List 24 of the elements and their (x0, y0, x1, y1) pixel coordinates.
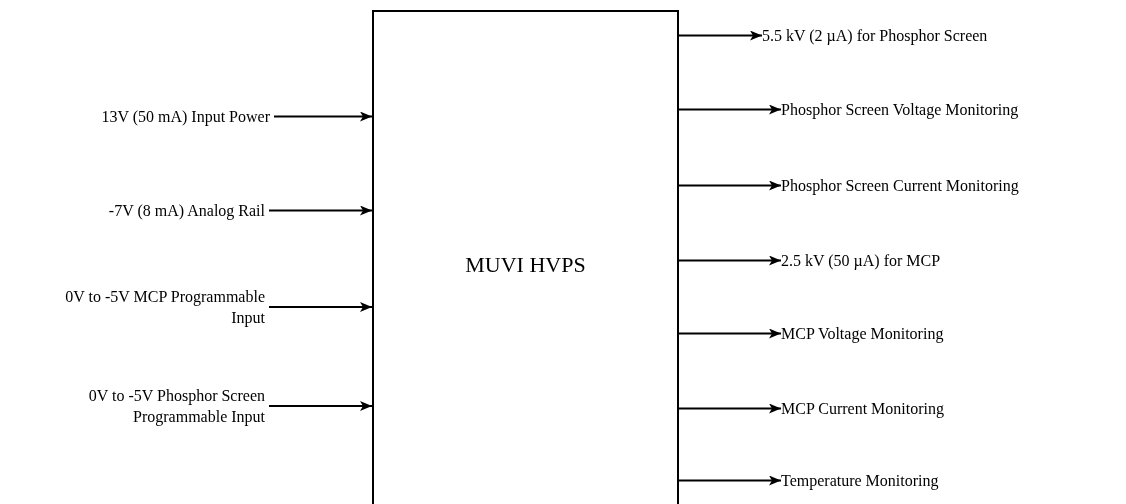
arrow (268, 205, 373, 216)
arrow (678, 475, 782, 486)
output-label: MCP Voltage Monitoring (781, 323, 944, 344)
input-label: 13V (50 mA) Input Power (101, 106, 270, 127)
output-label: Phosphor Screen Voltage Monitoring (781, 99, 1019, 120)
output-label: 2.5 kV (50 µA) for MCP (781, 250, 941, 271)
process-box (372, 10, 679, 504)
arrow (678, 403, 782, 414)
output-label: Temperature Monitoring (781, 470, 939, 491)
input-label: -7V (8 mA) Analog Rail (108, 200, 265, 221)
input-label: 0V to -5V Phosphor Screen Programmable Input (25, 385, 265, 427)
output-label: 5.5 kV (2 µA) for Phosphor Screen (762, 25, 988, 46)
arrow (678, 180, 782, 191)
input-label: 0V to -5V MCP Programmable Input (45, 286, 265, 328)
arrow (678, 104, 782, 115)
arrow (268, 302, 373, 312)
box-title: MUVI HVPS (465, 252, 586, 278)
arrow (273, 111, 373, 122)
arrow (678, 255, 782, 266)
output-label: Phosphor Screen Current Monitoring (781, 175, 1019, 196)
arrow (678, 30, 763, 41)
arrow (268, 401, 373, 411)
arrow (678, 328, 782, 339)
output-label: MCP Current Monitoring (781, 398, 944, 419)
